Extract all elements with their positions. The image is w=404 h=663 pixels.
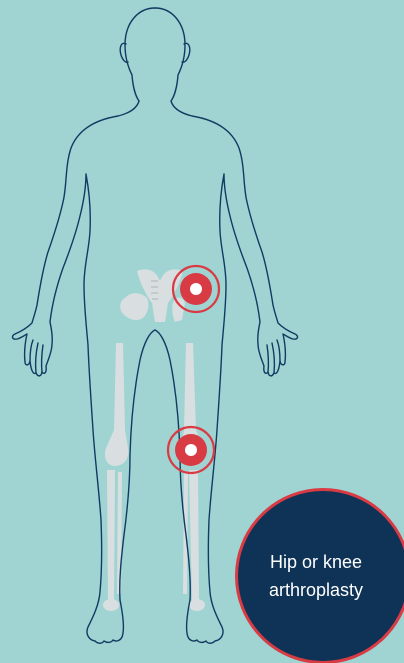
badge-line-2: arthroplasty <box>261 576 371 604</box>
procedure-badge: Hip or knee arthroplasty <box>235 488 404 663</box>
left-fibula <box>117 472 122 594</box>
left-tibia <box>107 470 115 600</box>
left-femur <box>105 343 128 466</box>
badge-label: Hip or knee arthroplasty <box>261 548 371 604</box>
badge-line-1: Hip or knee <box>261 548 371 576</box>
hip-marker-icon <box>173 266 219 312</box>
